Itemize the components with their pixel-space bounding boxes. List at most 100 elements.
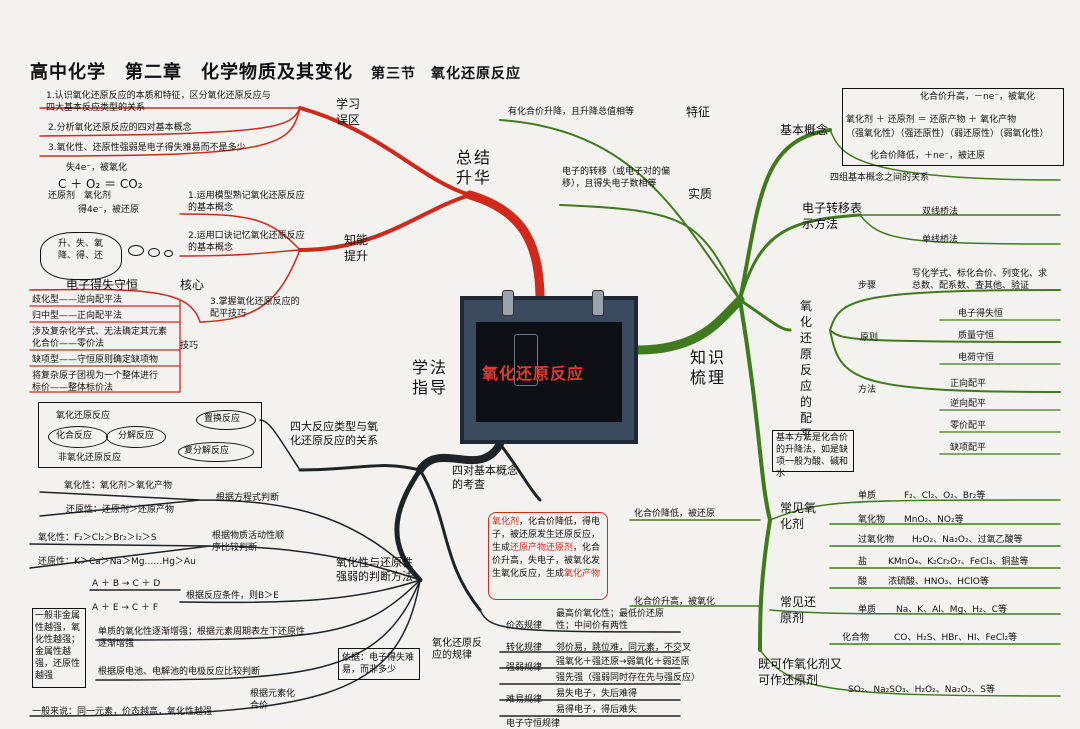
method-trunk (416, 440, 504, 474)
four-types-label: 四大反应类型与氧化还原反应的关系 (290, 420, 378, 447)
method-leaf (95, 579, 421, 641)
principle-label: 原则 (860, 333, 879, 343)
method-leaf (479, 609, 681, 717)
knowledge-leaf (829, 129, 1061, 181)
essence-text: 电子的转移（或电子对的偏移），且得失电子数相等 (562, 167, 671, 189)
rule-value: 强氧化＋强还原→弱氧化＋弱还原 (556, 657, 690, 667)
principle-item: 质量守恒 (958, 331, 995, 341)
knowledge-branch (738, 298, 792, 332)
red-rule: 还原性：还原剂＞还原产物 (66, 505, 175, 515)
oxidizer-key: 过氧化物 (858, 535, 895, 545)
basic-up-text: 化合价升高，－ne⁻，被氧化 (920, 92, 1035, 102)
four-pairs-box (488, 512, 608, 600)
knowledge-trunk (633, 295, 745, 355)
by-activity: 根据物质活动性顺序比较判断 (212, 531, 285, 553)
by-equation: 根据方程式判断 (216, 493, 280, 503)
equation-top: 失4e⁻，被氧化 (66, 163, 128, 173)
knowledge-leaf (759, 649, 1061, 697)
pairs-text: ，化合价升高，失电子，被氧化发生氧化反应，生成 (492, 543, 601, 579)
underline (39, 107, 301, 157)
balance-method-label: 方法 (858, 385, 877, 395)
branch-method-label: 学法指导 (412, 358, 449, 397)
equation-bottom: 得4e⁻，被还原 (78, 205, 140, 215)
oxidizer-key: 单质 (858, 491, 877, 501)
flask-icon (514, 334, 538, 386)
mnemonic-cloud (40, 232, 122, 280)
skill-item: 歧化型——逆向配平法 (32, 295, 123, 305)
rule-value: 易失电子，失后难得 (556, 689, 638, 699)
basis-note-box (338, 648, 420, 680)
feature-label: 特征 (686, 105, 711, 119)
term-oxidizer: 氧化剂 (492, 517, 520, 527)
steps-text: 写化学式、标化合价、列变化、求总数、配系数、查其他、验证 (912, 269, 1048, 291)
oxidizer-value: KMnO₄、K₂Cr₂O₇、FeCl₃、铜盐等 (888, 557, 1029, 567)
summary-trunk (465, 190, 545, 305)
basic-pairs-text: 四组基本概念之间的关系 (830, 173, 930, 183)
balance-method-item: 正向配平 (950, 379, 987, 389)
balance-method-item: 逆向配平 (950, 399, 987, 409)
basic-down-text: 化合价降低，＋ne⁻，被还原 (870, 151, 985, 161)
method-leaf (95, 579, 421, 681)
both-text: SO₂、Na₂SO₃、H₂O₂、Na₂O₂、S等 (848, 685, 995, 695)
core-label: 核心 (180, 278, 205, 292)
feature-text: 有化合价升降，且升降总值相等 (508, 107, 635, 117)
oxidizer-key: 酸 (858, 577, 868, 587)
method-leaf (39, 491, 421, 581)
method-note: 基本方法是化合价的升降法，如是缺项一般为酸、碱和水 (776, 433, 849, 479)
ability-item: 3.掌握氧化还原反应的配平技巧 (210, 297, 300, 319)
arrow-line (629, 519, 761, 607)
ability-item: 1.运用模型熟记氧化还原反应的基本概念 (188, 191, 305, 213)
knowledge-branch (758, 518, 772, 652)
oxidizer-value: H₂O₂、Na₂O₂、过氧乙酸等 (912, 535, 1023, 545)
basic-concept-box (842, 88, 1064, 166)
by-condition: 根据反应条件，则B＞E (186, 591, 279, 601)
reducer-value: CO、H₂S、HBr、HI、FeCl₂等 (894, 633, 1018, 643)
oxidizer-arrow-text: 化合价降低，被还原 (634, 509, 716, 519)
reducer-arrow-text: 化合价升高，被氧化 (634, 597, 716, 607)
knowledge-leaf (939, 319, 1061, 455)
knowledge-leaf (769, 609, 1061, 645)
rule-key: 转化规律 (506, 643, 543, 653)
thought-bubble-icon (148, 248, 160, 257)
basic-equation: 氧化剂 ＋ 还原剂 ＝ 还原产物 ＋ 氧化产物 (846, 115, 1017, 125)
metal-note: 一般非金属性越强，氧化性越强；金属性越强，还原性越强 (35, 611, 81, 681)
thought-bubble-icon (128, 245, 144, 256)
ox-rule: 氧化性：氧化剂＞氧化产物 (64, 481, 173, 491)
underline (29, 288, 201, 323)
summary-branch (298, 106, 472, 197)
knowledge-leaf (769, 499, 1061, 589)
venn-label: 分解反应 (118, 431, 155, 441)
rule-value: 易得电子，得后难失 (556, 705, 638, 715)
misunderstand-label: 学习误区 (336, 97, 361, 127)
metal-note-box (32, 608, 86, 688)
term-oxidized-product: 氧化产物 (564, 569, 601, 579)
reducer-key: 化合物 (842, 633, 870, 643)
method-branch (418, 468, 482, 612)
thought-bubble-icon (164, 250, 173, 257)
underline (29, 305, 181, 393)
underline (39, 107, 301, 137)
reducer-label: 常见还原剂 (780, 595, 817, 625)
skill-item: 归中型——正向配平法 (32, 311, 123, 321)
transfer-item: 单线桥法 (922, 235, 959, 245)
ability-label: 知能提升 (344, 233, 369, 263)
balance-label: 氧化还原反应的配平 (800, 299, 813, 441)
four-pairs-text: 氧化剂，化合价降低，得电子，被还原发生还原反应，生成还原产物还原剂，化合价升高，… (492, 516, 604, 581)
knowledge-leaf (829, 329, 1061, 343)
by-valence: 根据元素化合价 (250, 689, 296, 711)
center-node: 氧化还原反应 (460, 290, 638, 444)
venn-label: 化合反应 (56, 431, 93, 441)
transfer-label: 电子转移表示方法 (802, 201, 863, 231)
method-note-box (772, 430, 854, 472)
method-leaf (259, 419, 301, 471)
binder-ring-icon (502, 290, 514, 316)
by-cell: 根据原电池、电解池的电极反应比较判断 (98, 667, 261, 677)
rule-key: 价态规律 (506, 621, 543, 631)
venn-label: 复分解反应 (184, 446, 230, 456)
knowledge-leaf (829, 289, 1061, 331)
rule-value: 强先强（强弱同时存在先与强反应） (556, 673, 701, 683)
ability-item: 2.运用口诀记忆氧化还原反应的基本概念 (188, 231, 305, 253)
principle-item: 电荷守恒 (958, 353, 995, 363)
four-pairs-label: 四对基本概念的考查 (452, 464, 518, 491)
